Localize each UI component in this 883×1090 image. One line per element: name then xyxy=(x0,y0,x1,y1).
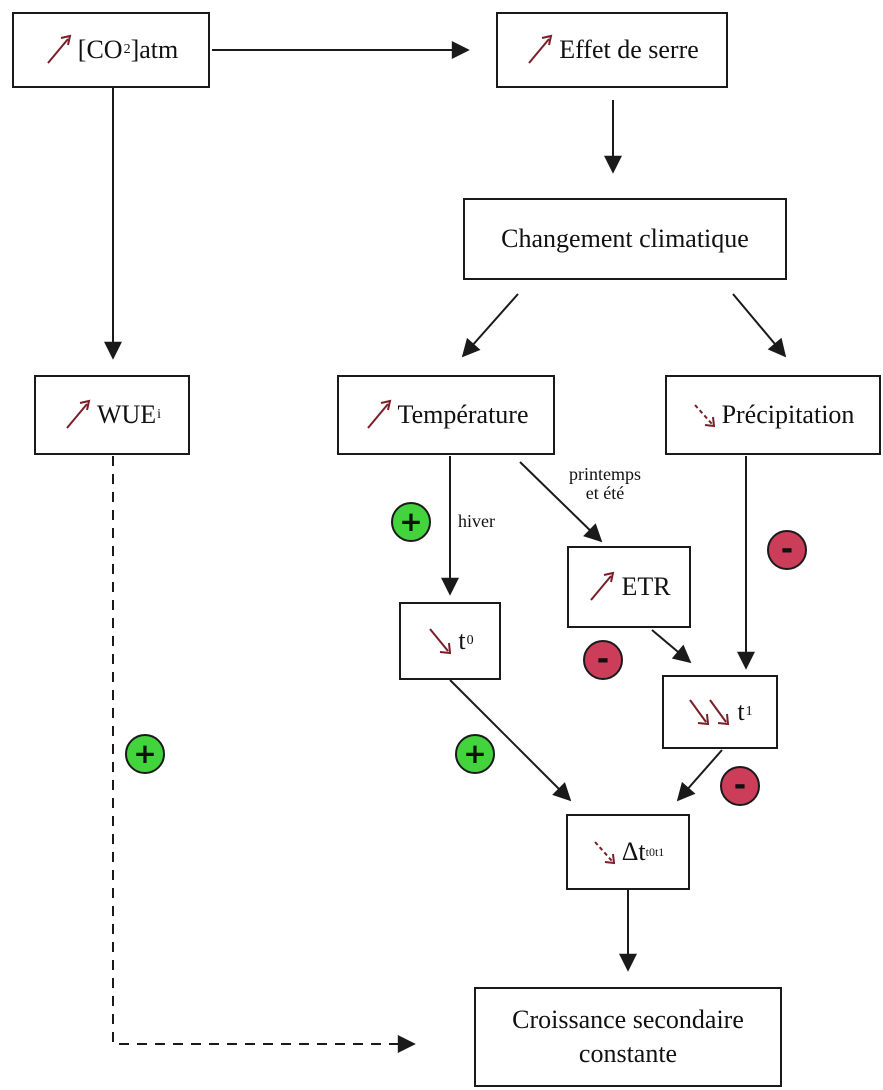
minus-badge-etr: - xyxy=(583,640,623,680)
increase-arrow-icon xyxy=(47,34,72,64)
wue-label-main: WUE xyxy=(96,400,157,429)
plus-symbol: + xyxy=(399,505,423,538)
increase-arrow-icon xyxy=(66,399,91,429)
t0-label-main: t xyxy=(458,626,466,655)
node-temperature: Température xyxy=(337,375,555,455)
node-croissance-secondaire: Croissance secondaire constante xyxy=(474,987,782,1087)
node-precipitation: Précipitation xyxy=(665,375,881,455)
wue-label-sub: i xyxy=(157,407,162,422)
effet-serre-label: Effet de serre xyxy=(559,35,699,64)
increase-arrow-icon xyxy=(590,571,615,601)
increase-arrow-icon xyxy=(528,34,553,64)
increase-arrow-icon xyxy=(366,399,391,429)
delta-label-main: Δt xyxy=(621,837,646,866)
arrow-t1-to-delta xyxy=(676,749,723,802)
minus-badge-precipitation: - xyxy=(767,530,807,570)
delta-label-sub: t0t1 xyxy=(645,844,665,859)
edge-label-hiver: hiver xyxy=(458,512,495,531)
ete-text: et été xyxy=(585,483,625,503)
node-etr: ETR xyxy=(567,546,691,628)
co2-label-main: [CO xyxy=(77,35,123,64)
co2-label-sub: 2 xyxy=(123,42,131,57)
co2-label-tail: ]atm xyxy=(130,35,179,64)
node-effet-de-serre: Effet de serre xyxy=(496,12,728,88)
plus-badge-hiver: + xyxy=(391,502,431,542)
slight-decrease-arrow-icon xyxy=(593,841,615,865)
arrow-etr-to-t1 xyxy=(651,629,692,664)
etr-label: ETR xyxy=(621,572,671,601)
plus-badge-t0: + xyxy=(455,734,495,774)
arrow-temperature-to-etr xyxy=(519,461,603,543)
slight-decrease-arrow-icon xyxy=(693,404,715,428)
temperature-label: Température xyxy=(397,400,529,429)
edge-label-printemps-ete: printemps et été xyxy=(560,465,650,503)
minus-badge-t1: - xyxy=(720,766,760,806)
minus-symbol: - xyxy=(596,642,610,677)
croissance-label-line1: Croissance secondaire xyxy=(512,1005,744,1034)
t0-label-sub: 0 xyxy=(466,633,474,648)
arrow-changement-to-temperature xyxy=(461,293,519,358)
plus-symbol: + xyxy=(463,737,487,770)
plus-badge-wue: + xyxy=(125,734,165,774)
arrow-t0-to-delta xyxy=(449,679,572,802)
node-changement-climatique: Changement climatique xyxy=(463,198,787,280)
hiver-text: hiver xyxy=(458,511,495,531)
plus-symbol: + xyxy=(133,737,157,770)
printemps-text: printemps xyxy=(569,464,641,484)
arrow-changement-to-precipitation xyxy=(732,293,787,358)
minus-symbol: - xyxy=(780,532,794,567)
strong-decrease-arrow-icon xyxy=(689,699,730,726)
precipitation-label: Précipitation xyxy=(721,400,855,429)
t1-label-main: t xyxy=(737,697,745,726)
changement-label: Changement climatique xyxy=(501,224,749,253)
decrease-arrow-icon xyxy=(429,628,452,655)
minus-symbol: - xyxy=(733,768,747,803)
croissance-label-line2: constante xyxy=(578,1039,678,1068)
t1-label-sub: 1 xyxy=(745,704,753,719)
